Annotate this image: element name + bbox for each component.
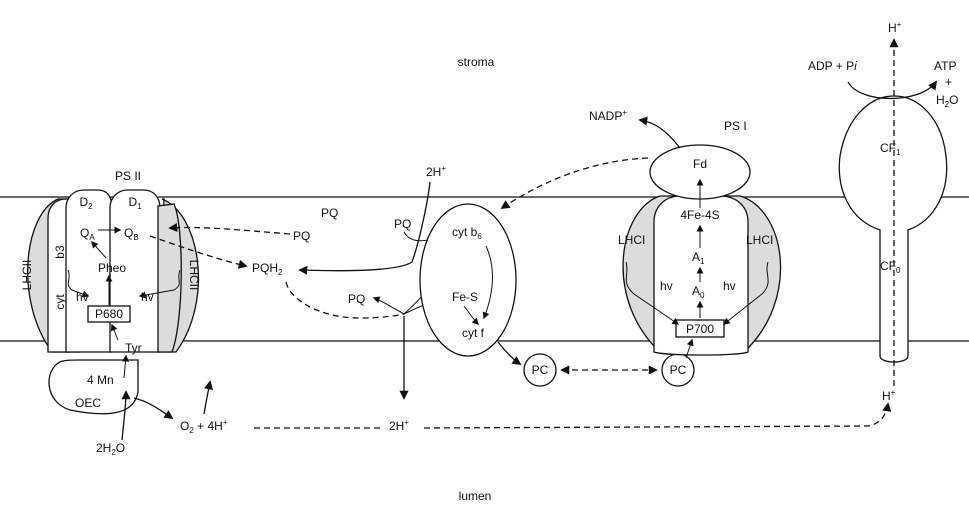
lhcii-left-label: LHCII (20, 260, 34, 291)
tyr-label: Tyr (125, 341, 142, 355)
oec-subunit (48, 359, 139, 415)
arrow-pheo-qa (91, 240, 107, 259)
arrow-hv-right (138, 269, 181, 299)
pc-left-label: PC (532, 363, 549, 377)
cytb6f-complex (419, 203, 517, 357)
pqh2-label: PQH2 (252, 261, 283, 277)
atp-synthase-shape (838, 95, 948, 363)
p680-box (87, 305, 131, 323)
arrow-hv-psi-left (625, 261, 680, 325)
arrow-hv-psi-right (722, 261, 769, 325)
a0-label: A0 (692, 284, 705, 300)
hv-right-label: hv (141, 290, 154, 304)
arrow-qb-to-pqh2 (149, 235, 248, 269)
lhci-left-label: LHCI (618, 233, 645, 247)
atp-h-lumen-label: H+ (882, 388, 896, 403)
psi-core (653, 195, 749, 356)
pq-left-label: PQ (293, 229, 310, 243)
cytb6-label: cyt b6 (452, 225, 482, 241)
arrow-pc-p700 (685, 338, 694, 359)
cyt-label: cyt (53, 294, 67, 310)
arrow-mn-o2 (133, 397, 174, 420)
qb-label: QB (124, 226, 139, 242)
arrow-mn-tyr (122, 354, 129, 379)
arrow-fd-cyclic (500, 157, 649, 210)
arrow-fd-to-nadp (638, 116, 681, 149)
lhcii-right-label: LHCII (187, 260, 201, 291)
qa-label: QA (80, 226, 95, 242)
p700-label: P700 (686, 322, 714, 336)
pq-lower-label: PQ (348, 292, 365, 306)
arrow-fes-to-cytf (463, 305, 479, 325)
psi-title: PS I (724, 119, 747, 133)
pheo-label: Pheo (98, 261, 126, 275)
a1-label: A1 (692, 250, 705, 266)
h-top-label: 2H+ (426, 164, 446, 179)
o2-label: O2 + 4H+ (180, 418, 228, 435)
adp-label: ADP + Pi (808, 59, 857, 73)
arrow-cytb6-to-pqh2 (298, 181, 431, 275)
stroma-label: stroma (458, 55, 495, 69)
oec-label: OEC (75, 396, 101, 410)
lhci-right-label: LHCI (746, 233, 773, 247)
pq-cyt-label: PQ (394, 217, 411, 231)
psi-complex (622, 144, 782, 356)
arrow-lumen-to-atp (423, 402, 892, 429)
hv-psi-right-label: hv (723, 279, 736, 293)
pc-left-circle (523, 353, 557, 387)
atp-synthase (838, 95, 948, 363)
p700-box (675, 319, 725, 338)
cf0-label: CF0 (880, 259, 901, 275)
mn-label: 4 Mn (87, 373, 114, 387)
lumen-label: lumen (459, 489, 492, 503)
atp-plus-label: + (945, 75, 952, 89)
arrow-cytb6-to-cytf (482, 245, 494, 320)
arrow-cytf-to-pc (497, 341, 522, 366)
b3-label: b3 (53, 245, 67, 259)
h2o-label: H2O (936, 93, 958, 109)
arrow-water-mn (121, 390, 131, 441)
p680-label: P680 (95, 307, 123, 321)
arrow-atp-synthesis (847, 80, 938, 100)
nadp-label: NADP+ (589, 108, 627, 123)
dash-pqh2-to-center (285, 281, 405, 319)
cf1-label: CF1 (880, 141, 901, 157)
fes-label: Fe-S (452, 290, 478, 304)
lhcii-right-inner (157, 203, 182, 353)
fe4s-label: 4Fe-4S (680, 208, 719, 222)
arrow-h-release (203, 380, 214, 415)
hv-psi-left-label: hv (660, 279, 673, 293)
water-label: 2H2O (96, 441, 125, 457)
arrow-hv-left (67, 269, 90, 298)
d1-label: D1 (128, 195, 142, 211)
pc-right-label: PC (670, 363, 687, 377)
fd-label: Fd (693, 157, 707, 171)
cytf-label: cyt f (462, 326, 485, 340)
arrow-pq-to-qb (168, 222, 291, 235)
h-bottom-label: 2H+ (389, 418, 409, 433)
arrow-center-to-pq (372, 296, 405, 315)
pq-top-label: PQ (321, 206, 338, 220)
psii-title: PS II (115, 169, 141, 183)
atp-label: ATP (934, 59, 956, 73)
arrow-tyr-p680 (110, 323, 119, 341)
atp-h-top-label: H+ (888, 20, 902, 35)
d2-label: D2 (79, 195, 93, 211)
